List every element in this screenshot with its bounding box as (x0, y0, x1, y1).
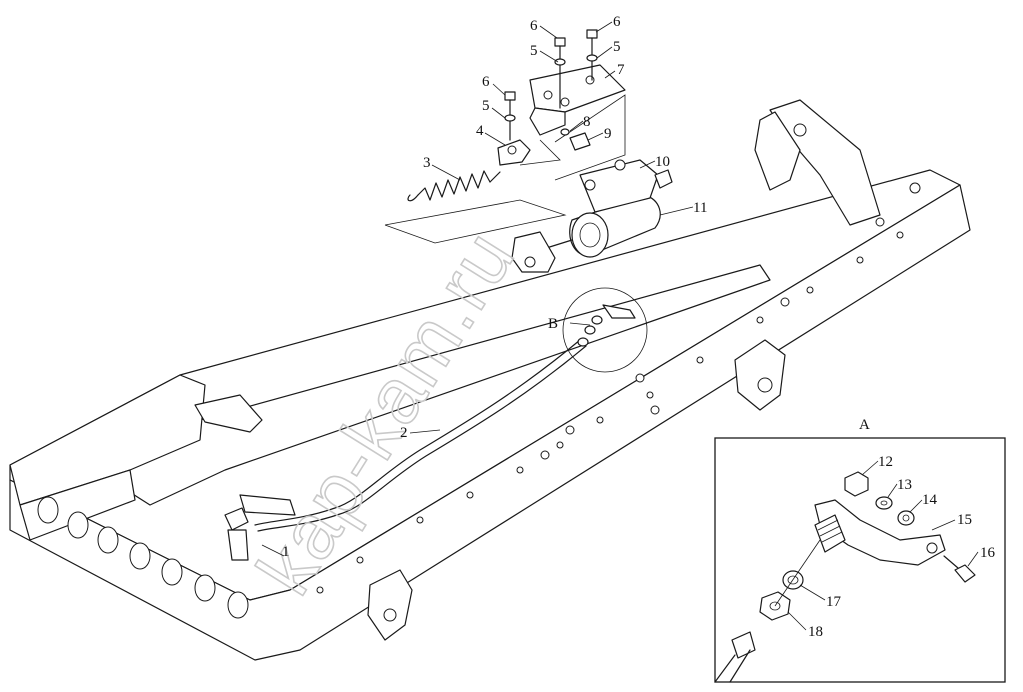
callout-14: 14 (922, 492, 938, 508)
callout-15: 15 (957, 512, 972, 528)
callout-9: 9 (604, 126, 612, 142)
callout-7: 7 (617, 62, 625, 78)
callout-8: 8 (583, 114, 591, 130)
callout-16: 16 (980, 545, 996, 561)
callout-1: 1 (282, 544, 290, 560)
hydraulic-line (224, 339, 587, 561)
chassis-frame (9, 99, 971, 661)
callout-5c: 5 (482, 98, 490, 114)
inset-a-box (714, 437, 1006, 683)
callout-6b: 6 (613, 14, 621, 30)
callout-6c: 6 (482, 74, 490, 90)
callout-4: 4 (476, 123, 484, 139)
callout-6a: 6 (530, 18, 538, 34)
detail-label-b: B (548, 316, 558, 332)
callout-5b: 5 (613, 39, 621, 55)
callout-2: 2 (400, 425, 408, 441)
callout-10: 10 (655, 154, 670, 170)
callout-11: 11 (693, 200, 707, 216)
detail-b-region (562, 287, 648, 373)
callout-18: 18 (808, 624, 823, 640)
callout-5a: 5 (530, 43, 538, 59)
callout-13: 13 (897, 477, 912, 493)
leader-lines (261, 21, 979, 631)
clutch-slave-cylinder (511, 159, 673, 273)
callout-17: 17 (826, 594, 842, 610)
lever-bracket (497, 139, 531, 166)
callout-12: 12 (878, 454, 893, 470)
inset-title-a: A (859, 417, 870, 433)
return-spring (384, 170, 567, 244)
mounting-plate (519, 64, 626, 181)
callout-3: 3 (423, 155, 431, 171)
callout-labels: 1 2 3 4 5 6 5 6 6 5 7 8 9 10 11 B A 12 1… (282, 14, 996, 640)
bolts-washers (504, 29, 598, 151)
